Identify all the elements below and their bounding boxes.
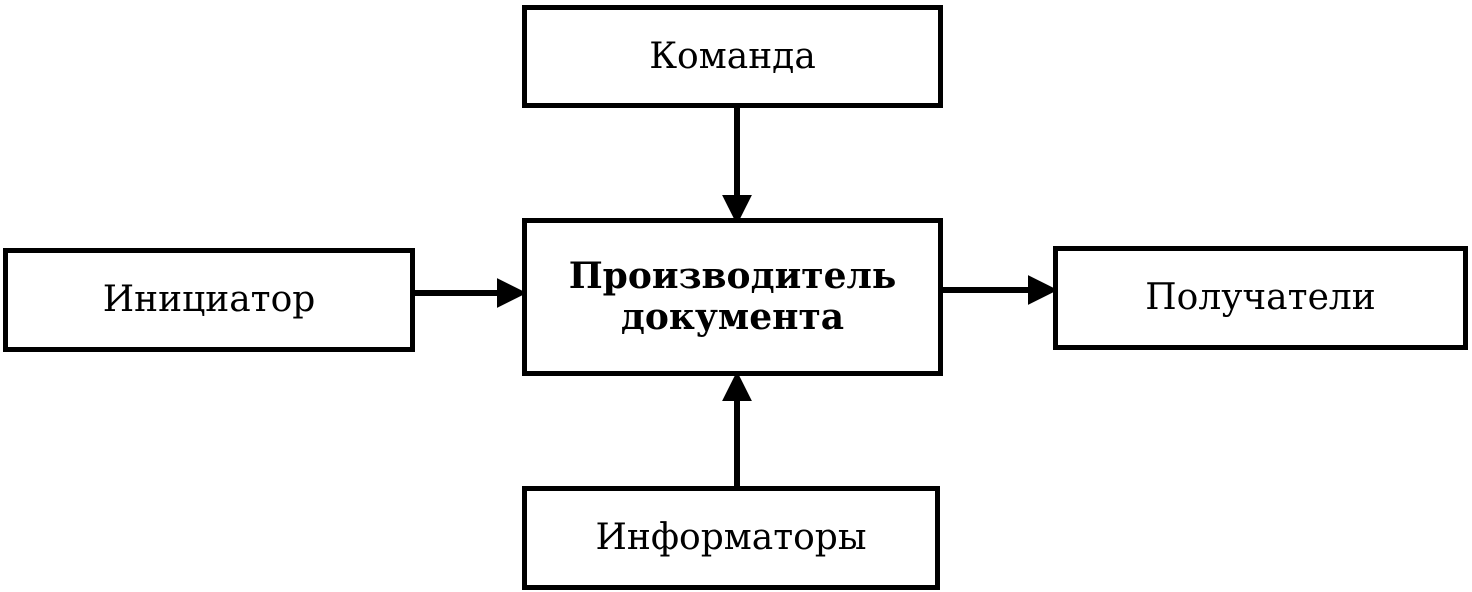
node-recipients: Получатели xyxy=(1053,246,1468,350)
node-document-producer: Производитель документа xyxy=(522,218,943,376)
node-initiator-label: Инициатор xyxy=(102,279,316,321)
node-initiator: Инициатор xyxy=(3,248,415,352)
node-document-producer-label: Производитель документа xyxy=(568,254,897,338)
node-informers: Информаторы xyxy=(522,486,940,590)
node-informers-label: Информаторы xyxy=(595,517,867,559)
node-team: Команда xyxy=(522,5,943,108)
node-team-label: Команда xyxy=(649,35,816,77)
node-recipients-label: Получатели xyxy=(1145,277,1376,319)
